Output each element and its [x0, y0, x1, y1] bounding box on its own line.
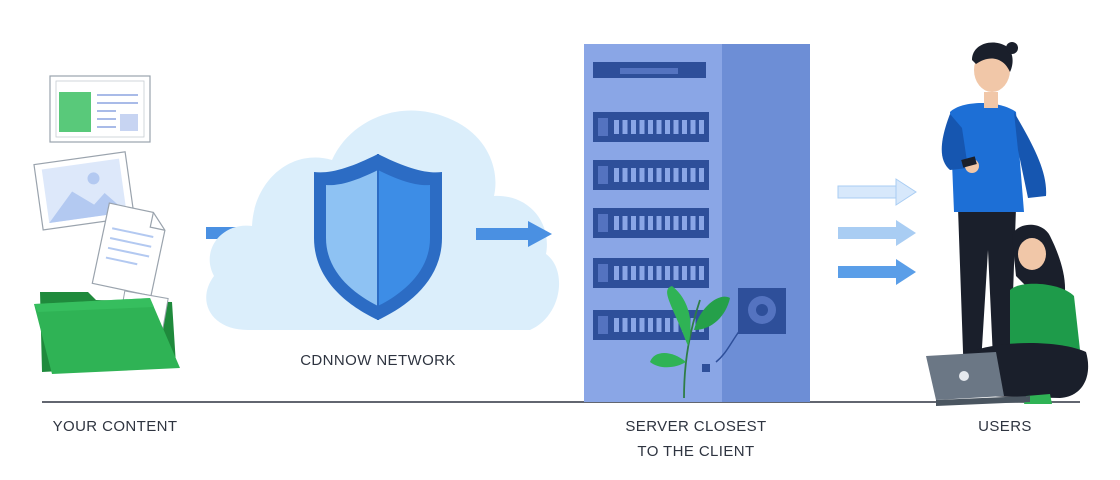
drive-slot — [648, 216, 653, 230]
drive-slot — [665, 318, 670, 332]
drive-slot — [699, 120, 704, 134]
drive-slot — [622, 168, 628, 182]
drive-slot — [656, 120, 662, 134]
drive-slot — [648, 168, 653, 182]
drive-slot — [648, 318, 653, 332]
drive-slot — [648, 266, 653, 280]
drive-slot — [656, 318, 662, 332]
shield-icon — [314, 154, 442, 320]
server-rack-icon — [584, 44, 810, 402]
file-icon — [91, 202, 166, 297]
drive-slot — [639, 266, 645, 280]
drive-slot — [639, 216, 645, 230]
drive-slot — [699, 266, 704, 280]
drive-slot — [622, 318, 628, 332]
drive-slot — [656, 266, 662, 280]
server-unit — [593, 258, 709, 288]
drive-slot — [622, 216, 628, 230]
drive-slot — [639, 318, 645, 332]
drive-slot — [665, 216, 670, 230]
drive-slot — [682, 168, 687, 182]
network-label: CDNNOW NETWORK — [300, 352, 456, 369]
drive-slot — [690, 120, 696, 134]
server-label-line1: SERVER CLOSEST — [625, 418, 767, 435]
drive-slot — [631, 216, 636, 230]
arrow-right-icon — [476, 221, 552, 247]
drive-slot — [682, 216, 687, 230]
drive-slot — [665, 168, 670, 182]
drive-slot — [622, 266, 628, 280]
drive-slot — [631, 120, 636, 134]
arrow-right-icon — [838, 220, 916, 246]
drive-slot — [665, 120, 670, 134]
drive-slot — [614, 120, 619, 134]
hard-drive-icon — [702, 288, 786, 372]
drive-slot — [690, 216, 696, 230]
laptop-icon — [926, 352, 1030, 406]
drive-slot — [614, 318, 619, 332]
drive-slot — [673, 318, 679, 332]
users-label: USERS — [978, 418, 1032, 435]
drive-slot — [682, 120, 687, 134]
server-label: SERVER CLOSEST TO THE CLIENT — [596, 414, 796, 464]
drive-slot — [673, 168, 679, 182]
drive-slot — [690, 266, 696, 280]
drive-slot — [682, 266, 687, 280]
plant-icon — [650, 286, 730, 399]
drive-slot — [631, 168, 636, 182]
drive-slot — [690, 168, 696, 182]
arrow-right-icon — [837, 178, 917, 206]
drive-slot — [614, 266, 619, 280]
drive-slot — [673, 120, 679, 134]
content-label: YOUR CONTENT — [52, 418, 178, 435]
drive-slot — [673, 216, 679, 230]
folder-icon — [34, 290, 180, 374]
drive-slot — [631, 318, 636, 332]
drive-slot — [665, 266, 670, 280]
drive-slot — [656, 216, 662, 230]
document-icon — [49, 75, 151, 143]
server-label-line2: TO THE CLIENT — [637, 443, 755, 460]
drive-slot — [639, 120, 645, 134]
drive-slot — [648, 120, 653, 134]
drive-slot — [614, 168, 619, 182]
drive-slot — [699, 216, 704, 230]
drive-slot — [639, 168, 645, 182]
drive-slot — [631, 266, 636, 280]
drive-slot — [614, 216, 619, 230]
arrow-right-icon — [838, 259, 916, 285]
drive-slot — [656, 168, 662, 182]
drive-slot — [699, 168, 704, 182]
drive-slot — [673, 266, 679, 280]
drive-slot — [622, 120, 628, 134]
